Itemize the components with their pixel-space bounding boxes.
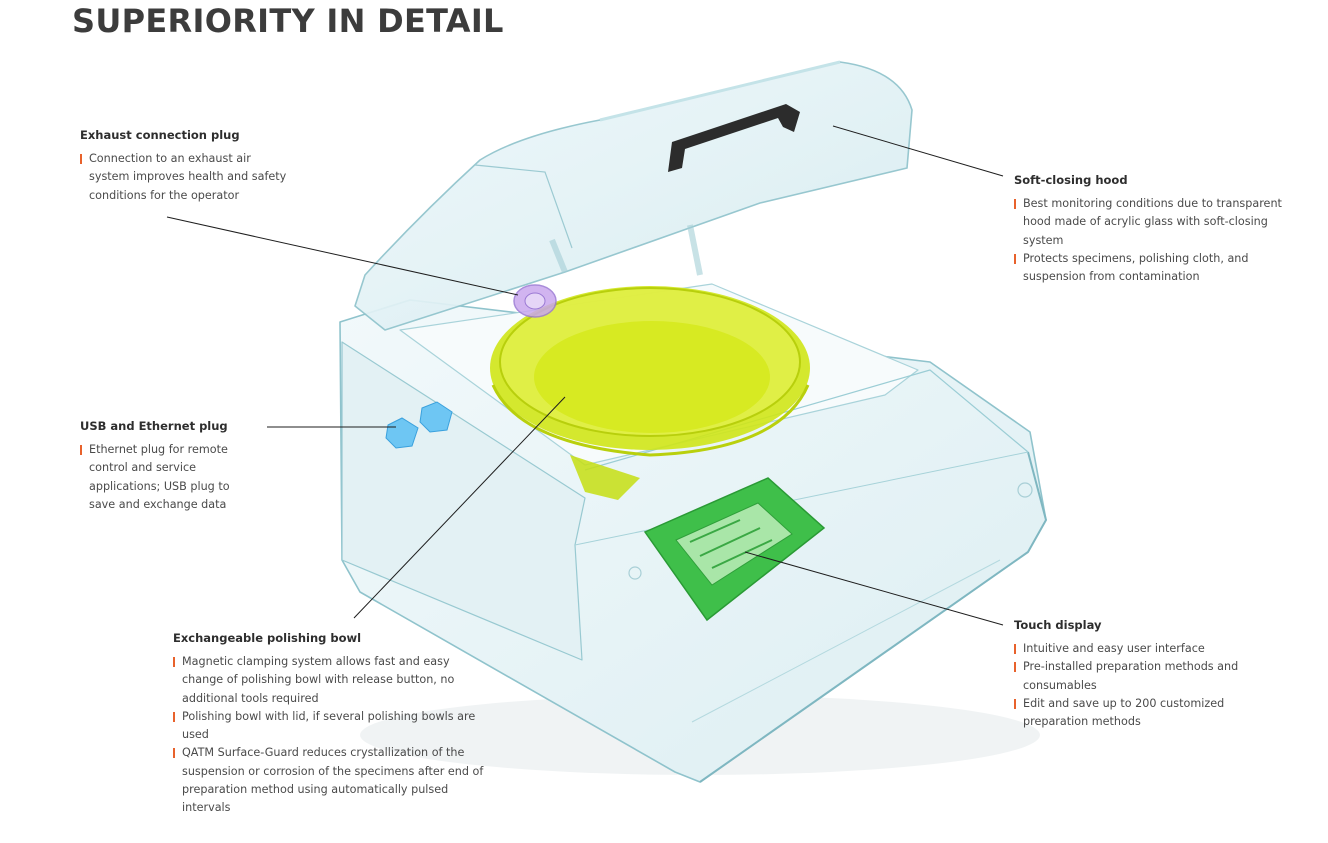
callout-display: Touch display Intuitive and easy user in… [1014, 618, 1284, 731]
list-item-text: Magnetic clamping system allows fast and… [182, 655, 455, 705]
hood-handle-icon [668, 104, 800, 172]
callout-display-list: Intuitive and easy user interface Pre-in… [1014, 640, 1284, 731]
list-item: Protects specimens, polishing cloth, and… [1014, 250, 1268, 287]
bullet-mark [1014, 644, 1016, 654]
callout-bowl-list: Magnetic clamping system allows fast and… [173, 653, 498, 818]
list-item-text: Protects specimens, polishing cloth, and… [1023, 251, 1249, 284]
callout-exhaust-title: Exhaust connection plug [80, 128, 240, 142]
callout-usb-title: USB and Ethernet plug [80, 419, 228, 433]
callout-hood-list: Best monitoring conditions due to transp… [1014, 195, 1294, 286]
bullet-mark [1014, 199, 1016, 209]
list-item: Intuitive and easy user interface [1014, 640, 1284, 658]
bullet-mark [1014, 253, 1016, 264]
usb-ethernet-plug-icon [385, 401, 453, 449]
callout-bowl: Exchangeable polishing bowl Magnetic cla… [173, 631, 498, 818]
callout-bowl-title: Exchangeable polishing bowl [173, 631, 362, 645]
list-item-text: Polishing bowl with lid, if several poli… [182, 709, 476, 742]
bullet-mark [173, 711, 175, 722]
hood [354, 60, 913, 331]
bullet-mark [80, 154, 82, 164]
list-item: Connection to an exhaust air system impr… [80, 150, 294, 205]
callout-hood: Soft-closing hood Best monitoring condit… [1014, 173, 1294, 286]
leader-line-bowl [353, 396, 566, 619]
list-item-text: Ethernet plug for remote control and ser… [89, 443, 230, 511]
bullet-mark [173, 657, 175, 667]
callout-usb: USB and Ethernet plug Ethernet plug for … [80, 419, 255, 514]
leader-line-exhaust [166, 216, 519, 296]
list-item-text: QATM Surface-Guard reduces crystallizati… [182, 746, 484, 815]
list-item: QATM Surface-Guard reduces crystallizati… [173, 744, 487, 817]
page-title: SUPERIORITY IN DETAIL [72, 2, 504, 40]
leader-line-display [744, 551, 1004, 626]
list-item: Ethernet plug for remote control and ser… [80, 441, 255, 514]
bullet-mark [1014, 662, 1016, 673]
polishing-bowl [490, 286, 810, 500]
list-item-text: Connection to an exhaust air system impr… [89, 152, 287, 202]
bullet-mark [80, 445, 82, 455]
list-item: Pre-installed preparation methods and co… [1014, 658, 1273, 695]
list-item-text: Edit and save up to 200 customized prepa… [1023, 696, 1225, 729]
touch-display-icon [643, 477, 826, 622]
callout-exhaust: Exhaust connection plug Connection to an… [80, 128, 310, 205]
list-item: Polishing bowl with lid, if several poli… [173, 708, 498, 745]
callout-hood-title: Soft-closing hood [1014, 173, 1128, 187]
callout-display-title: Touch display [1014, 618, 1102, 632]
exhaust-plug-icon [513, 284, 557, 318]
list-item-text: Best monitoring conditions due to transp… [1023, 197, 1282, 247]
callout-exhaust-list: Connection to an exhaust air system impr… [80, 150, 310, 205]
list-item: Best monitoring conditions due to transp… [1014, 195, 1294, 250]
leader-lines [166, 125, 1004, 626]
list-item: Magnetic clamping system allows fast and… [173, 653, 482, 708]
bullet-mark [1014, 698, 1016, 709]
bullet-mark [173, 748, 175, 759]
list-item-text: Intuitive and easy user interface [1023, 642, 1205, 655]
leader-line-hood [832, 125, 1004, 177]
list-item: Edit and save up to 200 customized prepa… [1014, 695, 1258, 732]
list-item-text: Pre-installed preparation methods and co… [1023, 660, 1239, 692]
callout-usb-list: Ethernet plug for remote control and ser… [80, 441, 255, 514]
